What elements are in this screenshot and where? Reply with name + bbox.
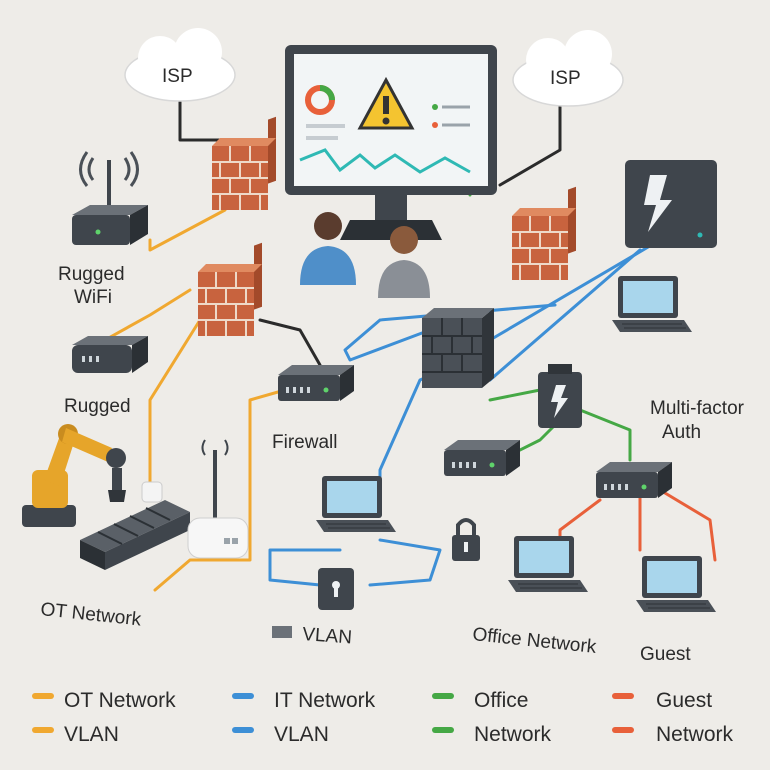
access-point-icon xyxy=(187,439,249,559)
legend-it-network: IT Network VLAN xyxy=(232,689,376,746)
legend-guest-line2: Network xyxy=(656,723,734,746)
core-firewall-icon xyxy=(422,308,494,388)
legend-office-network: Office Network xyxy=(432,689,552,746)
rugged-router xyxy=(72,336,148,373)
guest-label: Guest xyxy=(640,644,691,665)
router-icon xyxy=(596,462,672,498)
legend-guest-line1: Guest xyxy=(656,689,712,712)
legend-office-line1: Office xyxy=(474,689,528,712)
firewall-brick-icon xyxy=(197,241,263,337)
legend-swatch-office-1 xyxy=(432,693,454,699)
laptop-icon xyxy=(635,555,717,613)
legend-office-line2: Network xyxy=(474,723,552,746)
isp-left-label: ISP xyxy=(162,66,193,87)
legend-ot-line1: OT Network xyxy=(64,689,176,712)
isp-cloud-right: ISP xyxy=(512,30,624,107)
cloud-icon xyxy=(124,28,236,102)
users-icon xyxy=(300,212,430,298)
vlan-label: VLAN xyxy=(302,624,353,648)
warning-icon xyxy=(357,76,415,130)
firewall-label: Firewall xyxy=(272,432,337,453)
legend-it-line2: VLAN xyxy=(274,723,329,746)
legend-swatch-office-2 xyxy=(432,727,454,733)
ot-network-label: OT Network xyxy=(39,599,142,630)
power-bolt-icon xyxy=(551,385,568,418)
legend-swatch-ot-1 xyxy=(32,693,54,699)
robot-arm-icon xyxy=(22,424,126,527)
legend-swatch-it-2 xyxy=(232,727,254,733)
firewall-brick-icon xyxy=(511,185,577,281)
legend-ot-line2: VLAN xyxy=(64,723,119,746)
legend-swatch-ot-2 xyxy=(32,727,54,733)
cloud-icon xyxy=(512,30,624,107)
legend-guest-network: Guest Network xyxy=(612,689,734,746)
monitor-icon xyxy=(285,45,497,240)
legend-it-line1: IT Network xyxy=(274,689,376,712)
router-icon xyxy=(444,440,520,476)
legend-swatch-guest-1 xyxy=(612,693,634,699)
sensor-icon xyxy=(141,481,163,503)
legend-ot-network: OT Network VLAN xyxy=(32,689,176,746)
vlan-icon xyxy=(272,626,292,638)
lock-icon xyxy=(318,568,354,610)
conveyor-icon xyxy=(80,500,190,570)
isp-cloud-left: ISP xyxy=(124,28,236,102)
laptop-icon xyxy=(611,275,693,333)
rugged-wifi-label-line2: WiFi xyxy=(74,287,112,308)
server-icon xyxy=(625,160,717,248)
wifi-icon xyxy=(79,151,139,187)
laptop-icon xyxy=(315,475,397,533)
mfa-label-line1: Multi-factor xyxy=(650,398,745,419)
legend: OT Network VLAN IT Network VLAN Office N… xyxy=(32,689,734,746)
rugged-label: Rugged xyxy=(64,396,131,417)
power-bolt-icon xyxy=(644,175,672,232)
firewall-brick-icon xyxy=(211,115,277,211)
laptop-icon xyxy=(507,535,589,593)
lock-icon xyxy=(452,518,480,561)
isp-right-label: ISP xyxy=(550,68,581,89)
power-unit-icon xyxy=(538,364,582,428)
legend-swatch-guest-2 xyxy=(612,727,634,733)
router-icon xyxy=(278,365,354,401)
rugged-wifi-router xyxy=(72,151,148,245)
office-network-label: Office Network xyxy=(471,624,597,658)
mfa-label-line2: Auth xyxy=(662,422,701,443)
rugged-wifi-label-line1: Rugged xyxy=(58,264,125,285)
legend-swatch-it-1 xyxy=(232,693,254,699)
